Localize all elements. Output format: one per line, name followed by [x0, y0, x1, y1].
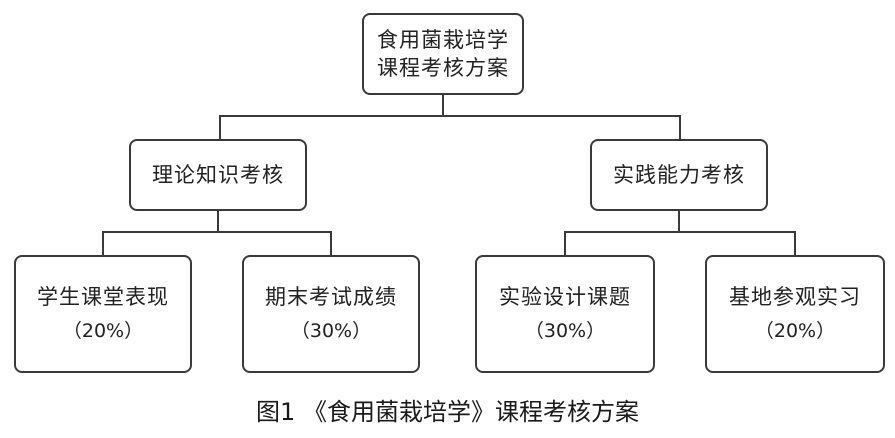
experiment-design-weight: （30%）	[524, 320, 606, 343]
base-visit-internship-weight: （20%）	[754, 320, 836, 343]
class-performance-node: 学生课堂表现 （20%）	[14, 255, 192, 373]
class-performance-weight: （20%）	[62, 320, 144, 343]
base-visit-internship-node: 基地参观实习 （20%）	[705, 255, 885, 373]
final-exam-node: 期末考试成绩 （30%）	[242, 255, 420, 373]
root-title-line1: 食用菌栽培学	[377, 27, 509, 52]
practice-assessment-node: 实践能力考核	[590, 139, 768, 211]
experiment-design-node: 实验设计课题 （30%）	[475, 255, 655, 373]
theory-assessment-node: 理论知识考核	[129, 139, 307, 211]
theory-assessment-label: 理论知识考核	[152, 162, 284, 187]
root-node: 食用菌栽培学 课程考核方案	[362, 13, 524, 95]
final-exam-weight: （30%）	[290, 320, 372, 343]
base-visit-internship-label: 基地参观实习	[729, 285, 861, 309]
class-performance-label: 学生课堂表现	[37, 285, 169, 309]
final-exam-label: 期末考试成绩	[265, 285, 397, 309]
experiment-design-label: 实验设计课题	[499, 285, 631, 309]
connector-practice-leaves	[564, 211, 796, 255]
practice-assessment-label: 实践能力考核	[613, 162, 745, 187]
figure-caption: 图1 《食用菌栽培学》课程考核方案	[256, 398, 639, 426]
connector-root-branches	[219, 95, 681, 139]
connector-theory-leaves	[102, 211, 332, 255]
root-title-line2: 课程考核方案	[377, 56, 509, 80]
